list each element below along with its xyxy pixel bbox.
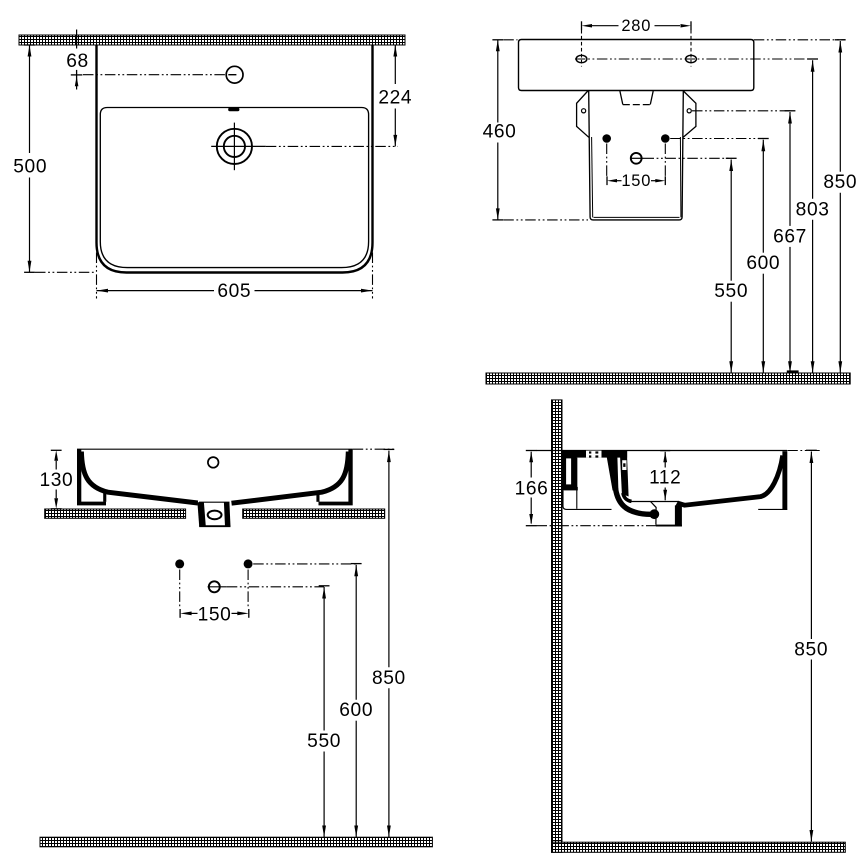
svg-text:605: 605 (217, 281, 251, 302)
svg-text:803: 803 (796, 199, 830, 220)
svg-text:224: 224 (378, 87, 412, 108)
svg-text:68: 68 (66, 51, 89, 72)
svg-text:667: 667 (773, 226, 807, 247)
svg-text:550: 550 (714, 281, 748, 302)
svg-text:850: 850 (794, 639, 828, 660)
svg-text:460: 460 (483, 122, 517, 143)
svg-text:500: 500 (13, 156, 47, 177)
svg-text:150: 150 (198, 604, 232, 625)
svg-text:850: 850 (823, 172, 857, 193)
svg-text:600: 600 (339, 700, 373, 721)
svg-text:600: 600 (746, 253, 780, 274)
svg-text:850: 850 (372, 668, 406, 689)
svg-text:280: 280 (621, 17, 651, 35)
svg-text:150: 150 (621, 172, 651, 190)
svg-text:550: 550 (307, 731, 341, 752)
svg-text:130: 130 (39, 470, 73, 491)
svg-text:112: 112 (649, 467, 681, 488)
svg-text:166: 166 (515, 478, 549, 499)
